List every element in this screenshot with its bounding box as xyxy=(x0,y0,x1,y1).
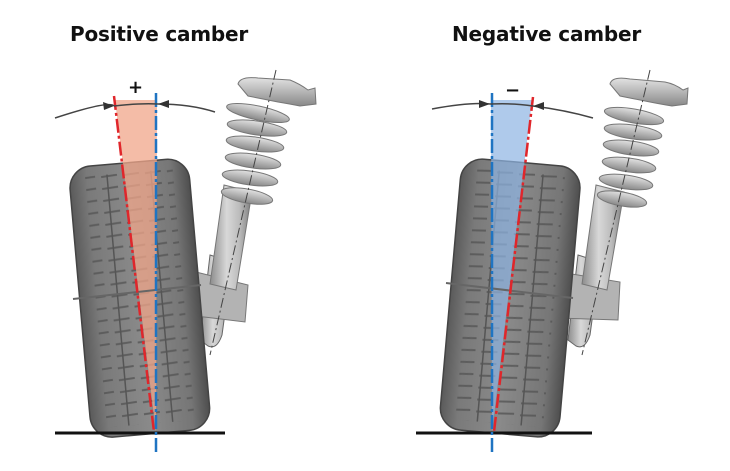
coil-spring xyxy=(220,102,290,205)
arrow-head-left xyxy=(103,102,114,110)
arrow-head-right xyxy=(158,100,169,108)
strut-assembly-left xyxy=(187,69,317,356)
arrow-head-left xyxy=(479,100,490,108)
arrow-head-right xyxy=(533,102,544,110)
negative-camber-title: Negative camber xyxy=(452,22,642,46)
negative-camber-panel: − xyxy=(416,69,689,452)
positive-camber-title: Positive camber xyxy=(70,22,249,46)
coil-spring xyxy=(596,106,665,208)
shock-tube xyxy=(581,184,625,291)
positive-sign: + xyxy=(128,77,143,98)
positive-camber-panel: + xyxy=(54,69,317,452)
strut-assembly-right xyxy=(557,69,689,356)
wheel-center-axis xyxy=(112,95,156,433)
top-mount xyxy=(237,77,317,107)
strut-axis-line xyxy=(581,69,651,356)
wheel-center-axis xyxy=(492,96,535,433)
angle-arc-left xyxy=(54,103,115,119)
strut-axis-line xyxy=(209,69,277,356)
negative-sign: − xyxy=(505,80,520,101)
top-mount xyxy=(609,77,689,107)
